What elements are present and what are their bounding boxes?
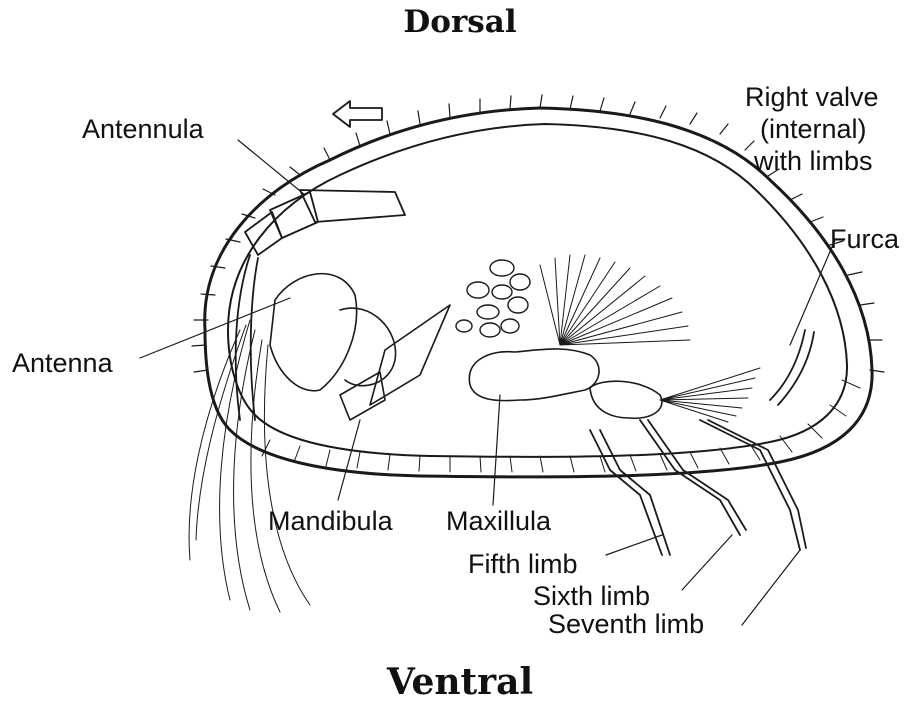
maxillula-fan xyxy=(540,255,690,345)
fifth-limb-fan xyxy=(660,368,760,422)
antennula-drawing xyxy=(236,190,405,420)
label-right-valve-3: with limbs xyxy=(753,146,873,176)
label-mandibula: Mandibula xyxy=(268,506,394,536)
maxillula-drawing xyxy=(469,349,662,418)
label-maxillula: Maxillula xyxy=(446,506,552,536)
muscle-scars xyxy=(456,260,530,337)
marginal-zone xyxy=(262,380,860,472)
label-furca: Furca xyxy=(830,224,900,254)
label-seventh-limb: Seventh limb xyxy=(548,609,704,639)
label-antenna: Antenna xyxy=(12,348,114,378)
label-sixth-limb: Sixth limb xyxy=(533,581,650,611)
label-right-valve-2: (internal) xyxy=(760,114,867,144)
label-antennula: Antennula xyxy=(82,114,205,144)
label-right-valve-1: Right valve xyxy=(745,82,879,112)
label-fifth-limb: Fifth limb xyxy=(468,549,578,579)
direction-arrow xyxy=(333,101,382,127)
